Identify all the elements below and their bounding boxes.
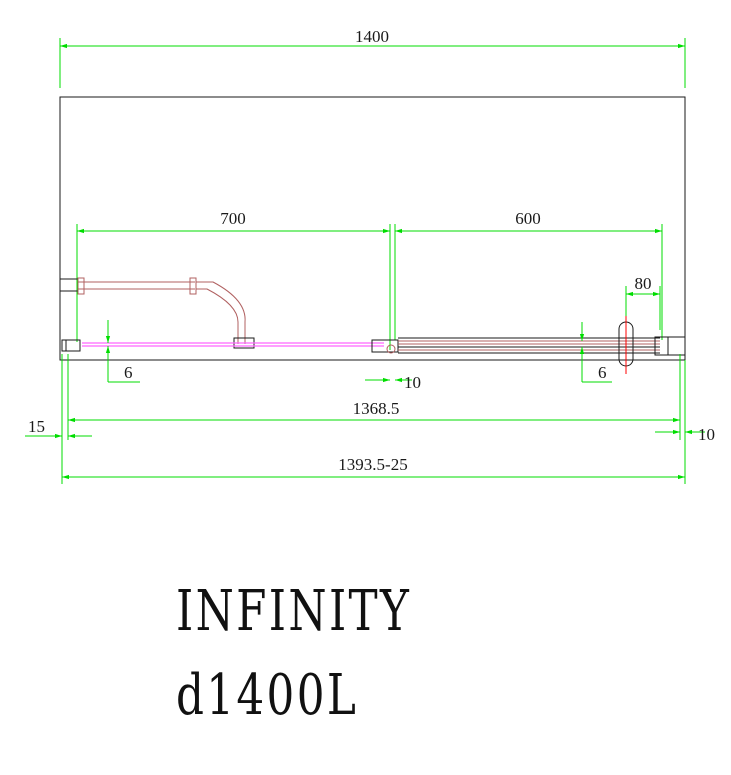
enclosure-outline — [59, 96, 686, 361]
center-joint — [371, 339, 399, 354]
door-handle — [618, 316, 634, 374]
dim-right-gap-label: 10 — [698, 425, 715, 444]
dim-overall-width-label: 1400 — [355, 27, 389, 46]
dim-glass-right-label: 6 — [598, 363, 607, 382]
dim-inner-width — [67, 354, 681, 440]
dim-adjustment-range-label: 1393.5-25 — [338, 455, 407, 474]
dim-glass-left-label: 6 — [124, 363, 133, 382]
dim-left-gap-label: 15 — [28, 417, 45, 436]
product-name: INFINITY — [176, 579, 412, 644]
dim-inner-width-label: 1368.5 — [353, 399, 400, 418]
dim-adjustment-range — [61, 354, 686, 484]
fixed-glass — [61, 339, 384, 352]
sliding-panel-profile — [398, 336, 686, 356]
dim-gap-center-label: 10 — [404, 373, 421, 392]
dim-fixed-panel-label: 700 — [220, 209, 246, 228]
dim-fixed-panel — [76, 224, 391, 350]
fixed-panel-profile — [59, 277, 255, 349]
product-model: d1400L — [176, 663, 359, 728]
dim-glass-right — [579, 322, 612, 383]
dim-sliding-panel — [394, 224, 663, 340]
dim-glass-left — [105, 320, 140, 383]
dim-overall-width — [59, 38, 686, 88]
dim-handle-offset-label: 80 — [635, 274, 652, 293]
dim-sliding-panel-label: 600 — [515, 209, 541, 228]
